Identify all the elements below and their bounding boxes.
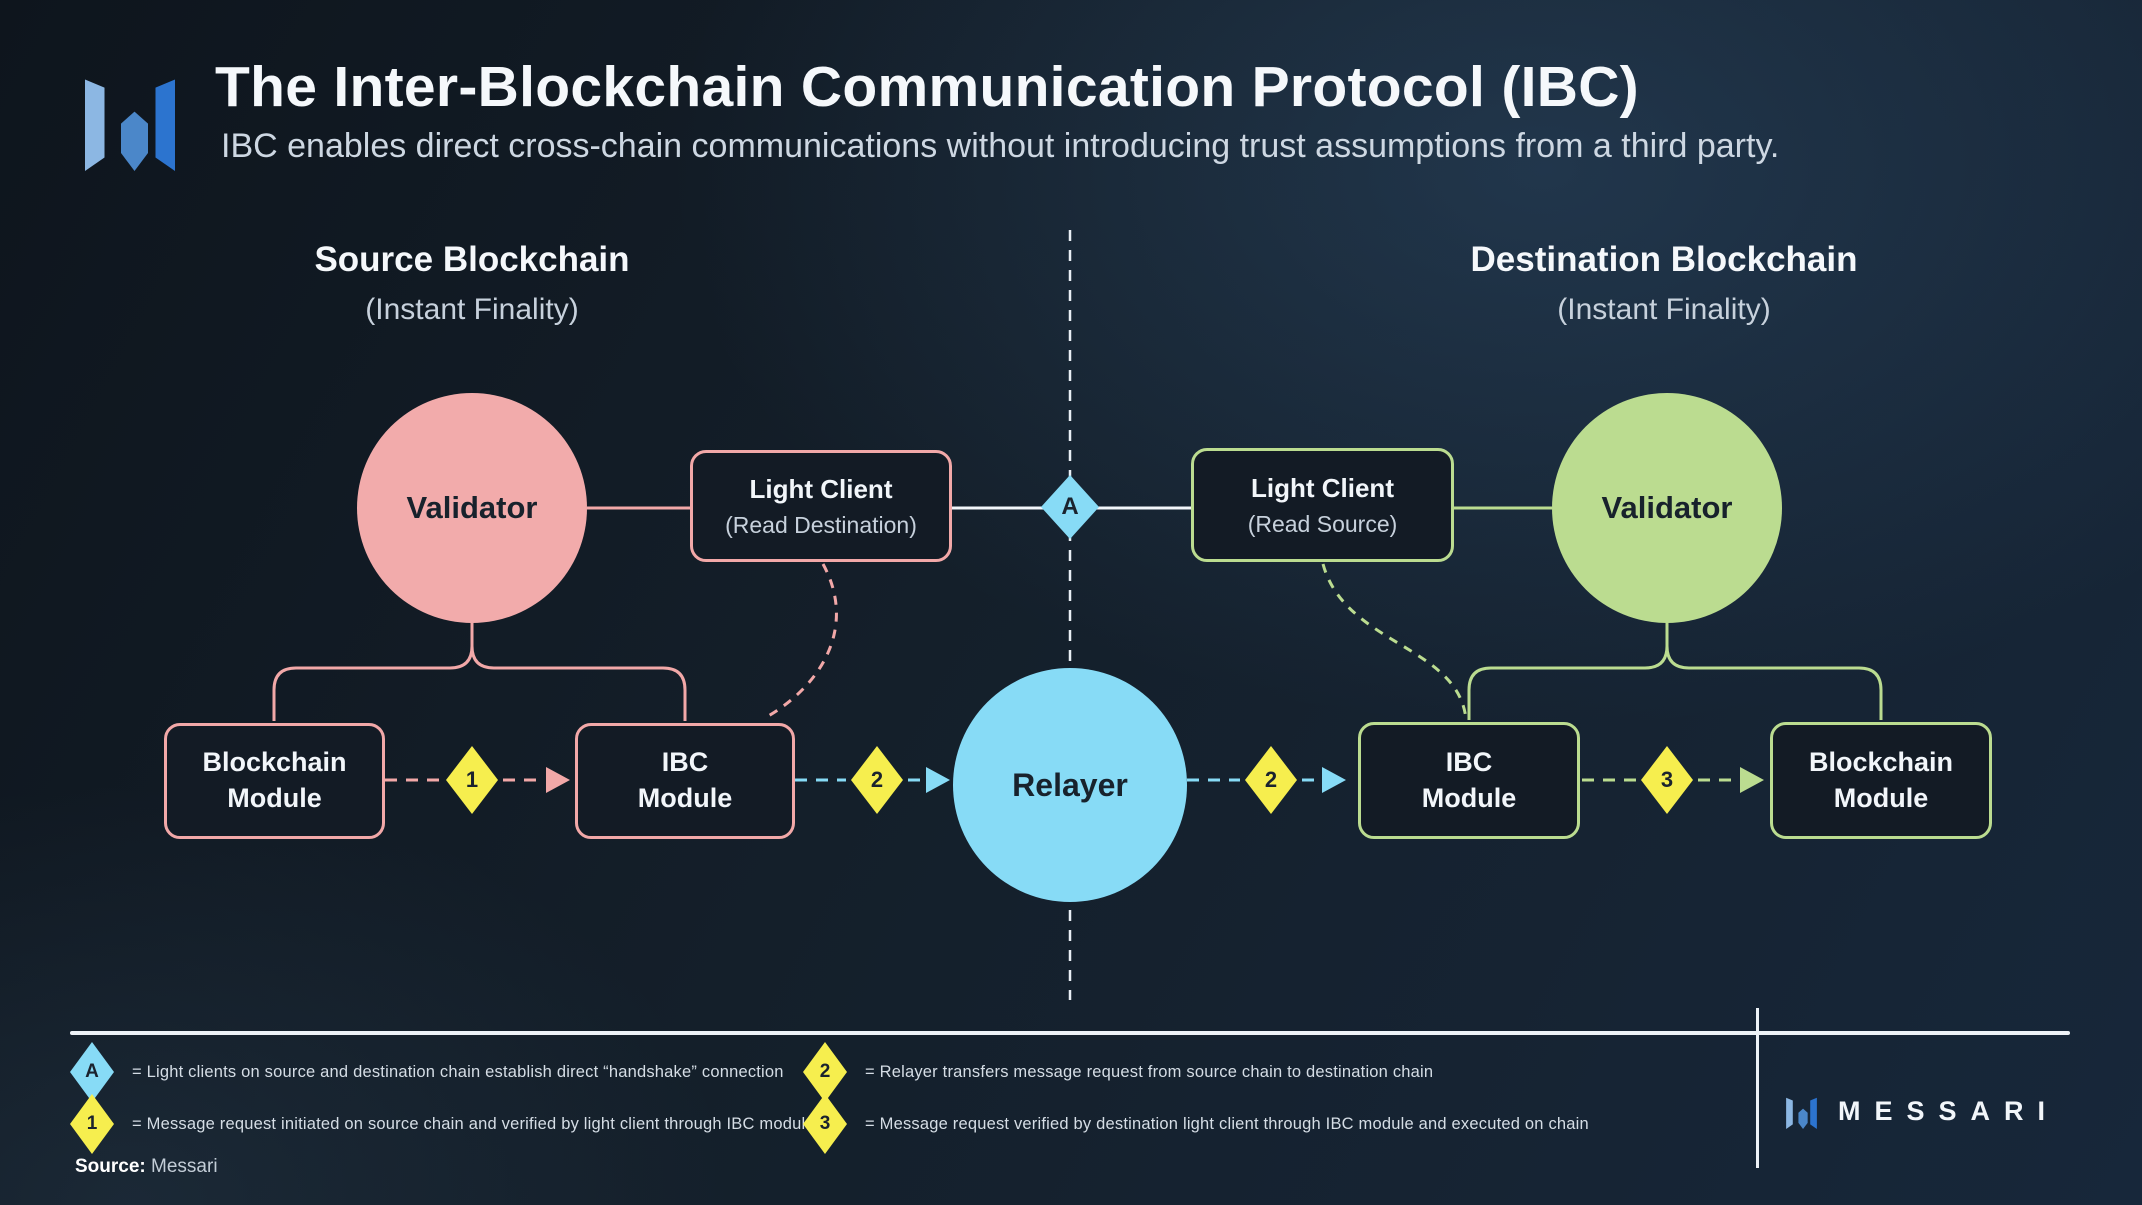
page-subtitle: IBC enables direct cross-chain communica…: [221, 127, 1780, 165]
step2-marker-label-left: 2: [870, 767, 884, 792]
relayer-node: Relayer: [953, 668, 1187, 902]
step2-marker-label-right: 2: [1264, 767, 1278, 792]
light-client-destination-subtitle: (Read Source): [1247, 510, 1398, 537]
destination-blockchain-heading: Destination Blockchain (Instant Finality…: [1364, 240, 1964, 327]
light-client-source-title: Light Client: [749, 473, 893, 504]
source-blockchain-title: Source Blockchain: [314, 240, 630, 279]
legend-handshake-text: = Light clients on source and destinatio…: [132, 1062, 784, 1081]
destination-lightclient-ibc-dashed-curve: [1321, 563, 1468, 720]
relayer-label: Relayer: [1012, 766, 1128, 803]
light-client-source-box: Light Client (Read Destination): [690, 450, 952, 562]
blockchain-module-destination-label: Blockchain Module: [1808, 746, 1954, 813]
legend-item-handshake: A = Light clients on source and destinat…: [70, 1042, 784, 1102]
destination-validator-node: Validator: [1552, 393, 1782, 623]
ibc-module-source-box: IBC Module: [575, 723, 795, 839]
legend-handshake-diamond-icon: A: [70, 1042, 114, 1102]
messari-wordmark: MESSARI: [1838, 1096, 2060, 1126]
messari-footer-logo-icon: [1786, 1097, 1817, 1129]
source-fork-left: [272, 616, 474, 721]
step1-marker-label: 1: [465, 767, 479, 792]
messari-logo-icon: [85, 79, 175, 171]
legend-divider-line: [70, 1031, 2070, 1035]
source-validator-label: Validator: [406, 490, 538, 525]
source-fork-right: [470, 645, 687, 721]
source-note-value: Messari: [151, 1156, 218, 1177]
destination-blockchain-title: Destination Blockchain: [1470, 240, 1858, 279]
flow-arrow-3-icon: [1322, 767, 1346, 793]
legend-step2-diamond-icon: 2: [803, 1042, 847, 1102]
flow-arrow-2-icon: [926, 767, 950, 793]
legend-step1-diamond-icon: 1: [70, 1094, 114, 1154]
destination-blockchain-subtitle: (Instant Finality): [1557, 293, 1771, 326]
light-client-destination-box: Light Client (Read Source): [1191, 448, 1454, 562]
destination-fork-left: [1467, 616, 1669, 720]
destination-fork-right: [1665, 645, 1883, 720]
footer-vertical-line: [1756, 1008, 1759, 1168]
ibc-module-destination-box: IBC Module: [1358, 722, 1580, 839]
source-note: Source: Messari: [75, 1156, 218, 1178]
source-blockchain-heading: Source Blockchain (Instant Finality): [172, 240, 772, 327]
flow-arrow-4-icon: [1740, 767, 1764, 793]
legend-step2-text: = Relayer transfers message request from…: [865, 1062, 1434, 1081]
source-note-label: Source:: [75, 1156, 146, 1177]
blockchain-module-source-label: Blockchain Module: [202, 747, 347, 813]
blockchain-module-destination-box: Blockchain Module: [1770, 722, 1992, 839]
light-client-source-subtitle: (Read Destination): [725, 511, 917, 538]
legend-item-step1: 1 = Message request initiated on source …: [70, 1094, 815, 1154]
source-blockchain-subtitle: (Instant Finality): [365, 293, 579, 326]
destination-validator-label: Validator: [1601, 490, 1733, 525]
legend-step1-text: = Message request initiated on source ch…: [132, 1114, 815, 1133]
legend-item-step3: 3 = Message request verified by destinat…: [803, 1094, 1589, 1154]
light-client-destination-title: Light Client: [1251, 472, 1394, 503]
ibc-module-source-label: IBC Module: [637, 747, 733, 813]
flow-arrow-1-icon: [546, 767, 570, 793]
source-validator-node: Validator: [357, 393, 587, 623]
source-lightclient-ibc-dashed-curve: [762, 563, 838, 721]
blockchain-module-source-box: Blockchain Module: [164, 723, 385, 839]
page-title: The Inter-Blockchain Communication Proto…: [215, 55, 1639, 119]
legend-item-step2: 2 = Relayer transfers message request fr…: [803, 1042, 1433, 1102]
legend-step3-text: = Message request verified by destinatio…: [865, 1114, 1589, 1133]
ibc-module-destination-label: IBC Module: [1421, 746, 1517, 813]
step3-marker-label: 3: [1660, 767, 1674, 792]
handshake-marker-label: A: [1061, 493, 1079, 520]
legend-step3-diamond-icon: 3: [803, 1094, 847, 1154]
